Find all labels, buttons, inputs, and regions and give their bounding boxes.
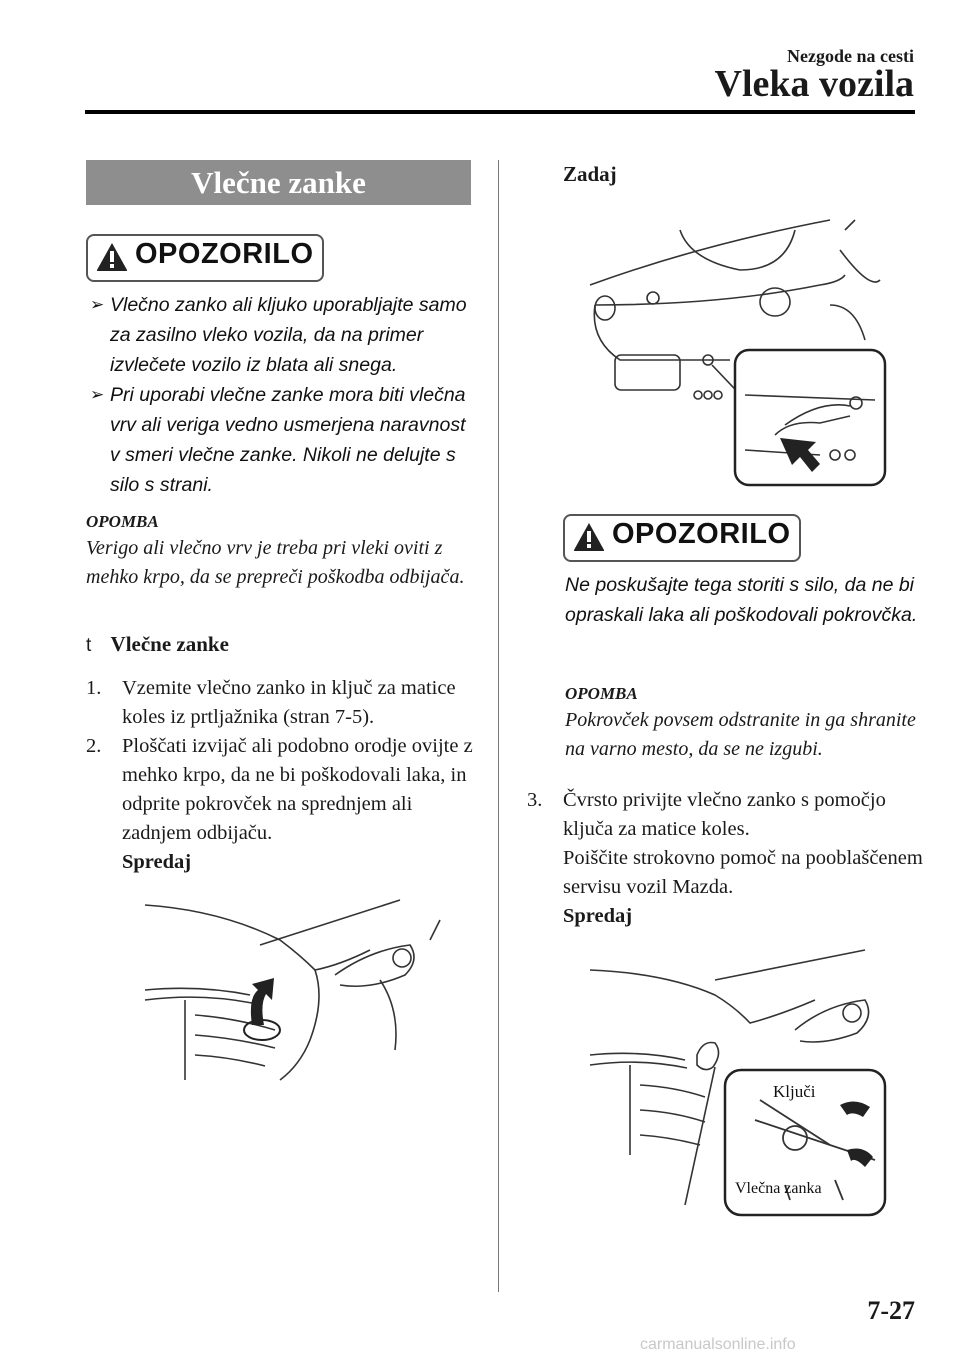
note-text: Verigo ali vlečno vrv je treba pri vleki…	[86, 537, 465, 588]
page-number: 7-27	[867, 1296, 915, 1325]
subsection-title: Vlečne zanke	[110, 632, 229, 656]
warning-label: OPOZORILO	[612, 518, 791, 550]
rear-cover-illustration	[589, 219, 887, 487]
warning-triangle-icon	[96, 243, 128, 271]
watermark: carmanualsonline.info	[640, 1336, 796, 1353]
note-text-2: Pokrovček povsem odstranite in ga shrani…	[565, 709, 916, 760]
subsection-heading: t Vlečne zanke	[86, 632, 229, 657]
section-marker: t	[86, 635, 92, 656]
front-cover-illustration	[144, 899, 441, 1081]
rear-label: Zadaj	[563, 162, 617, 186]
header-rule	[85, 110, 915, 114]
step-1: 1. Vzemite vlečno zanko in ključ za mati…	[86, 677, 456, 728]
callout-keys: Ključi	[773, 1082, 816, 1101]
section-banner: Vlečne zanke	[86, 160, 471, 205]
steps-list: 1. Vzemite vlečno zanko in ključ za mati…	[86, 674, 481, 877]
step-3-number: 3.	[527, 789, 543, 811]
header-title: Vleka vozila	[714, 63, 914, 105]
warning-box: OPOZORILO	[86, 234, 324, 282]
warning-item: ➢ Pri uporabi vlečne zanke mora biti vle…	[90, 380, 480, 500]
callout-tow-hook: Vlečna zanka	[735, 1180, 822, 1197]
step-2: 2. Ploščati izvijač ali podobno orodje o…	[86, 735, 473, 844]
column-divider	[498, 160, 499, 1292]
detail-inset	[733, 348, 887, 487]
header-section: Nezgode na cesti	[787, 46, 914, 66]
callout-inset	[723, 1068, 887, 1217]
warning-list: ➢ Vlečno zanko ali kljuko uporabljajte s…	[90, 290, 480, 500]
tow-hook-install-illustration: Ključi Vlečna zanka	[589, 949, 887, 1217]
warning-item: ➢ Vlečno zanko ali kljuko uporabljajte s…	[90, 290, 480, 380]
pry-arrow-icon	[243, 978, 281, 1041]
bullet-arrow-icon: ➢	[90, 295, 105, 314]
warning-text: Ne poskušajte tega storiti s silo, da ne…	[565, 574, 918, 626]
warning-label: OPOZORILO	[135, 238, 314, 270]
step-3-text-2: Poiščite strokovno pomoč na pooblaščenem…	[563, 847, 923, 898]
step-3-text: Čvrsto privijte vlečno zanko s pomočjo k…	[563, 789, 886, 840]
note-title: OPOMBA	[86, 512, 159, 531]
step-3: 3. Čvrsto privijte vlečno zanko s pomočj…	[527, 786, 927, 931]
warning-box-2: OPOZORILO	[563, 514, 801, 562]
warning-triangle-icon	[573, 523, 605, 551]
front-label-2: Spredaj	[563, 905, 633, 927]
bullet-arrow-icon: ➢	[90, 385, 105, 404]
front-label: Spredaj	[122, 851, 192, 873]
note-title-2: OPOMBA	[565, 684, 638, 703]
